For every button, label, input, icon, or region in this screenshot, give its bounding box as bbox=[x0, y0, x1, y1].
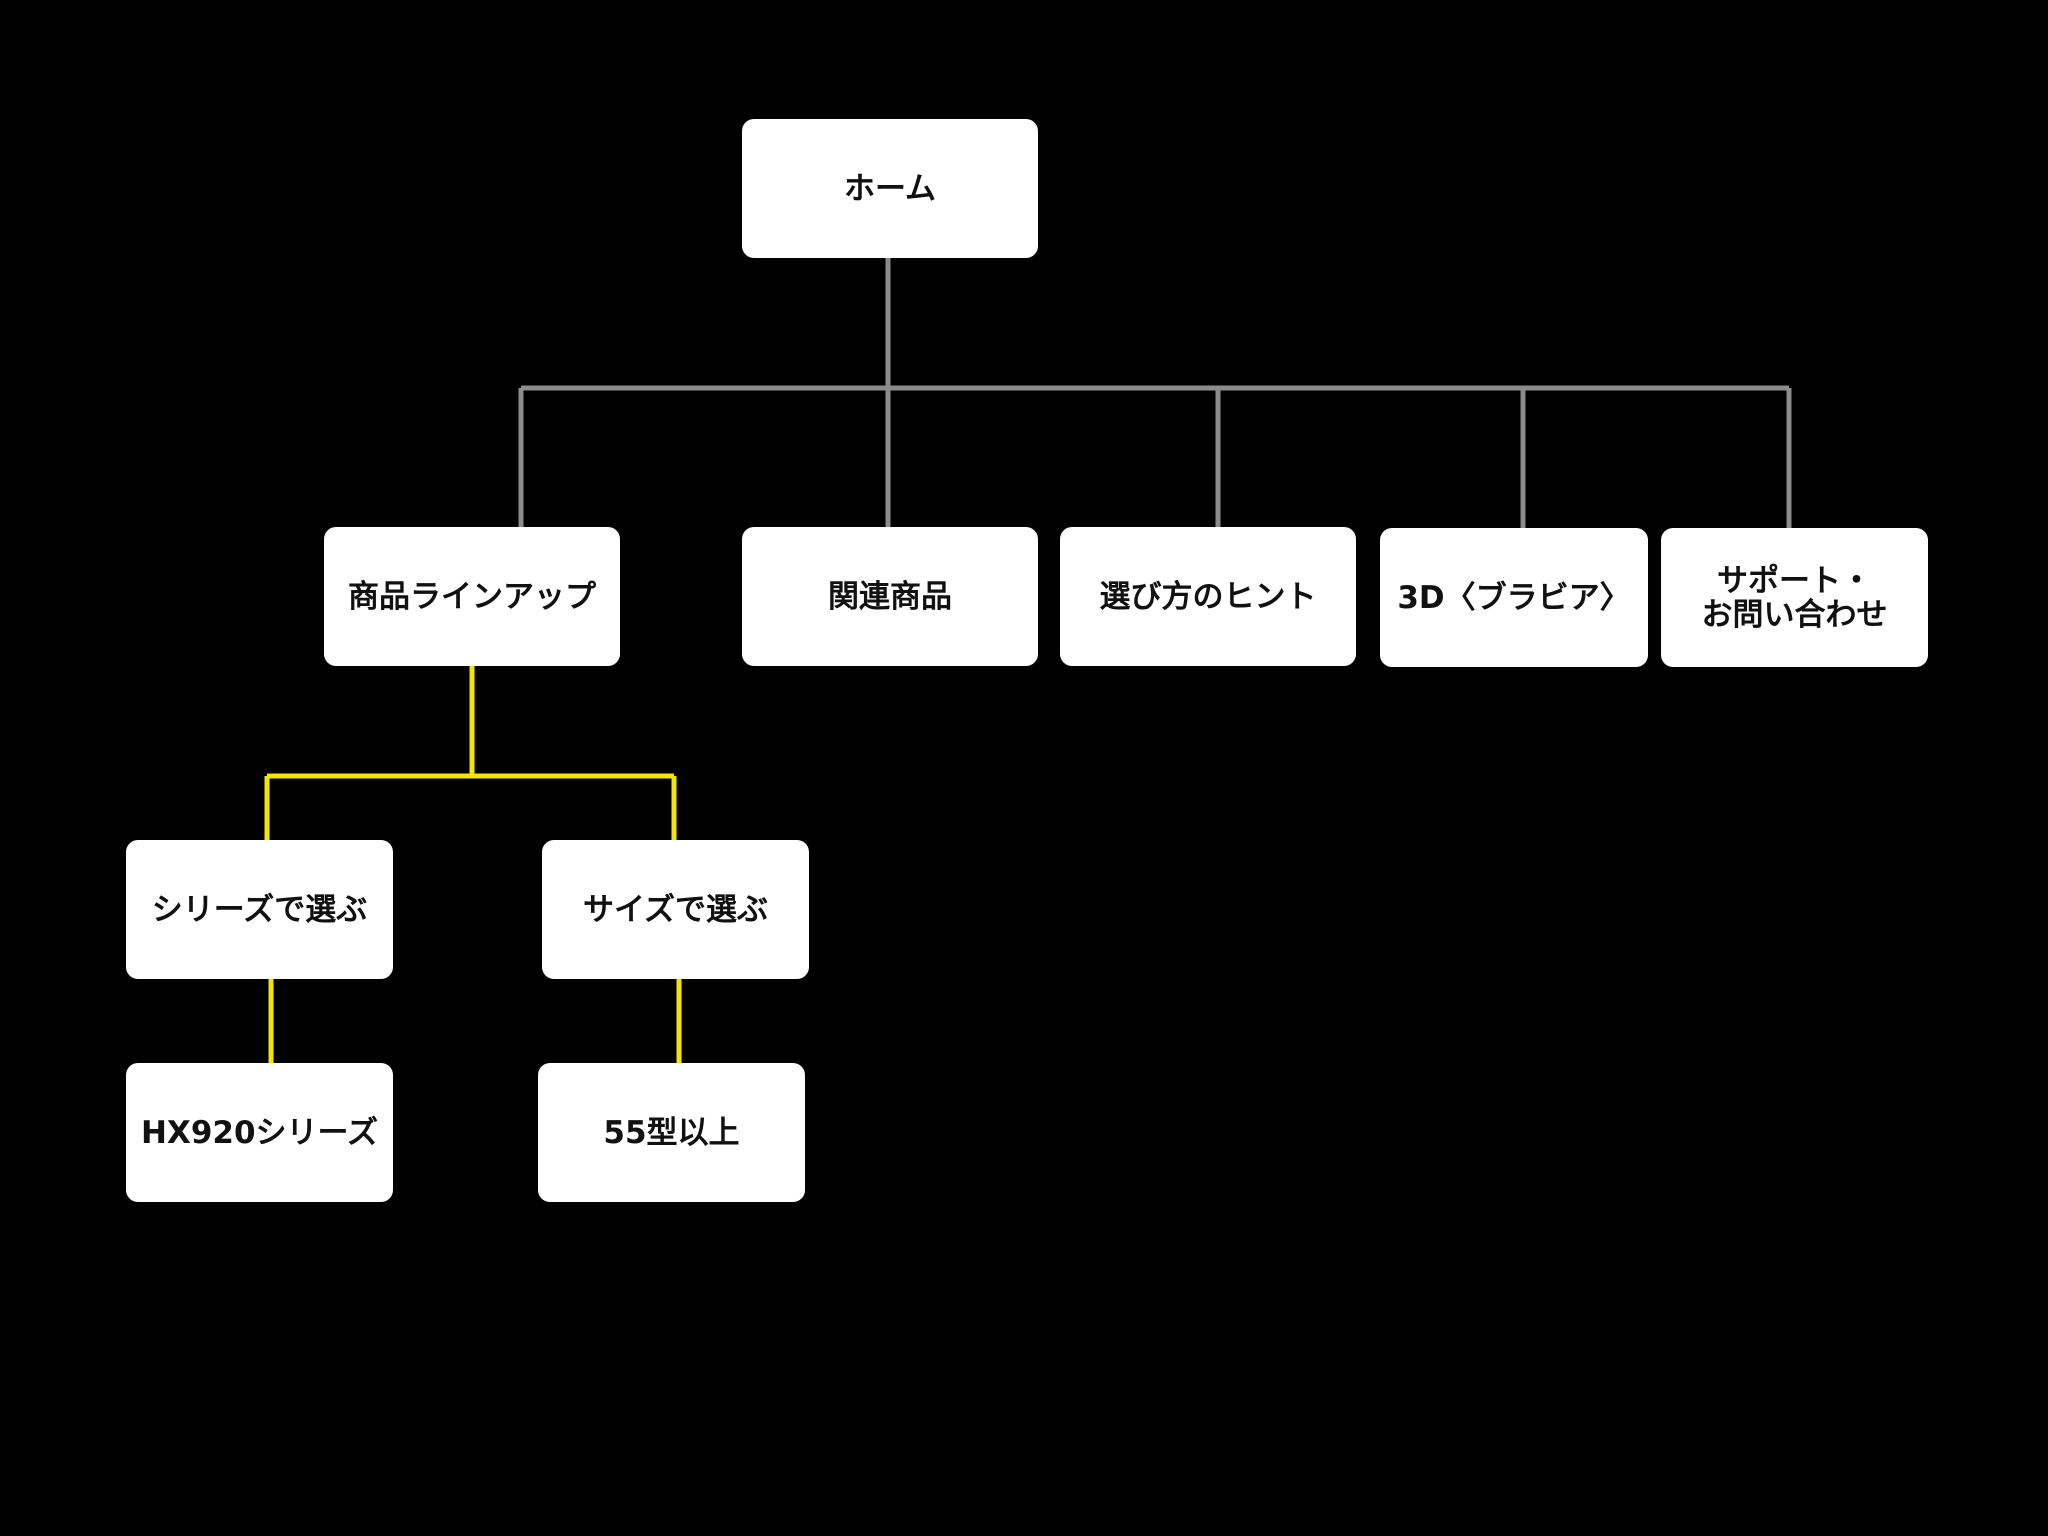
node-related-products: 関連商品 bbox=[742, 527, 1038, 666]
node-hx920-series: HX920シリーズ bbox=[126, 1063, 393, 1202]
node-3d-bravia-label: 3D〈ブラビア〉 bbox=[1397, 579, 1631, 616]
node-3d-bravia: 3D〈ブラビア〉 bbox=[1380, 528, 1648, 667]
node-55-inch-plus-label: 55型以上 bbox=[603, 1114, 740, 1151]
node-by-series-label: シリーズで選ぶ bbox=[151, 891, 368, 928]
node-related-products-label: 関連商品 bbox=[828, 578, 952, 615]
node-product-lineup: 商品ラインアップ bbox=[324, 527, 620, 666]
node-product-lineup-label: 商品ラインアップ bbox=[348, 578, 596, 615]
node-home-label: ホーム bbox=[843, 170, 937, 207]
highlight-connectors bbox=[264, 666, 682, 1063]
node-support-contact-label-line2: お問い合わせ bbox=[1701, 596, 1888, 633]
node-selection-hints-label: 選び方のヒント bbox=[1099, 578, 1317, 615]
node-hx920-series-label: HX920シリーズ bbox=[140, 1114, 378, 1151]
node-support-contact: サポート・ お問い合わせ bbox=[1661, 528, 1928, 667]
node-by-series: シリーズで選ぶ bbox=[126, 840, 393, 979]
node-support-contact-label-line1: サポート・ bbox=[1717, 562, 1872, 599]
node-55-inch-plus: 55型以上 bbox=[538, 1063, 805, 1202]
node-home: ホーム bbox=[742, 119, 1038, 258]
node-selection-hints: 選び方のヒント bbox=[1060, 527, 1356, 666]
node-by-size-label: サイズで選ぶ bbox=[582, 891, 769, 928]
node-by-size: サイズで選ぶ bbox=[542, 840, 809, 979]
primary-connectors bbox=[518, 258, 1792, 528]
node-support-contact-text: サポート・ お問い合わせ bbox=[1702, 564, 1888, 632]
